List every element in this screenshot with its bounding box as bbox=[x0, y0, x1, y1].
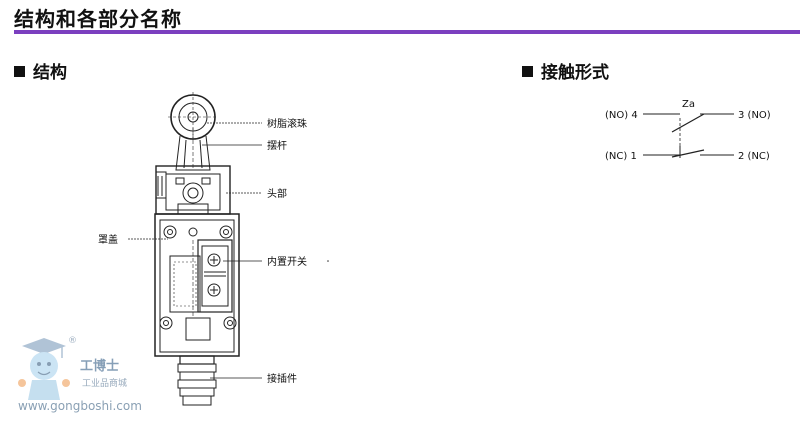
contact-form-heading: 接触形式 bbox=[522, 58, 609, 83]
limit-switch-drawing bbox=[154, 92, 240, 406]
head-part bbox=[155, 165, 231, 215]
contact-form-heading-text: 接触形式 bbox=[541, 63, 609, 83]
watermark-url: www.gongboshi.com bbox=[18, 399, 142, 413]
contact-schematic bbox=[643, 113, 734, 158]
no-moving-contact bbox=[671, 113, 705, 133]
contact-type-za: Za bbox=[682, 99, 695, 110]
label-lever: 摆杆 bbox=[267, 139, 287, 152]
label-internal-switch: 内置开关 bbox=[267, 255, 307, 268]
structure-heading: 结构 bbox=[14, 58, 67, 83]
square-bullet-icon bbox=[522, 66, 533, 77]
label-roller: 树脂滚珠 bbox=[267, 117, 307, 130]
label-head: 头部 bbox=[267, 187, 287, 200]
watermark-mascot-icon bbox=[18, 338, 70, 400]
terminal-no-4: (NO) 4 bbox=[605, 110, 638, 121]
label-connector: 接插件 bbox=[267, 372, 297, 385]
structure-heading-text: 结构 bbox=[33, 63, 67, 83]
connector-part bbox=[177, 355, 217, 406]
terminal-nc-2: 2 (NC) bbox=[738, 151, 770, 162]
nc-moving-contact bbox=[671, 149, 705, 158]
leader-lines bbox=[128, 122, 262, 379]
page-title: 结构和各部分名称 bbox=[14, 7, 182, 31]
title-divider bbox=[14, 30, 800, 34]
lever-part bbox=[175, 128, 211, 171]
watermark-brand: 工博士 bbox=[80, 358, 119, 374]
body-part bbox=[154, 213, 240, 357]
terminal-no-3: 3 (NO) bbox=[738, 110, 771, 121]
square-bullet-icon bbox=[14, 66, 25, 77]
stray-dot bbox=[327, 260, 329, 262]
label-cover: 罩盖 bbox=[98, 233, 118, 246]
terminal-nc-1: (NC) 1 bbox=[605, 151, 637, 162]
watermark-registered-mark: ® bbox=[68, 336, 77, 346]
watermark-subtitle: 工业品商城 bbox=[82, 377, 127, 389]
